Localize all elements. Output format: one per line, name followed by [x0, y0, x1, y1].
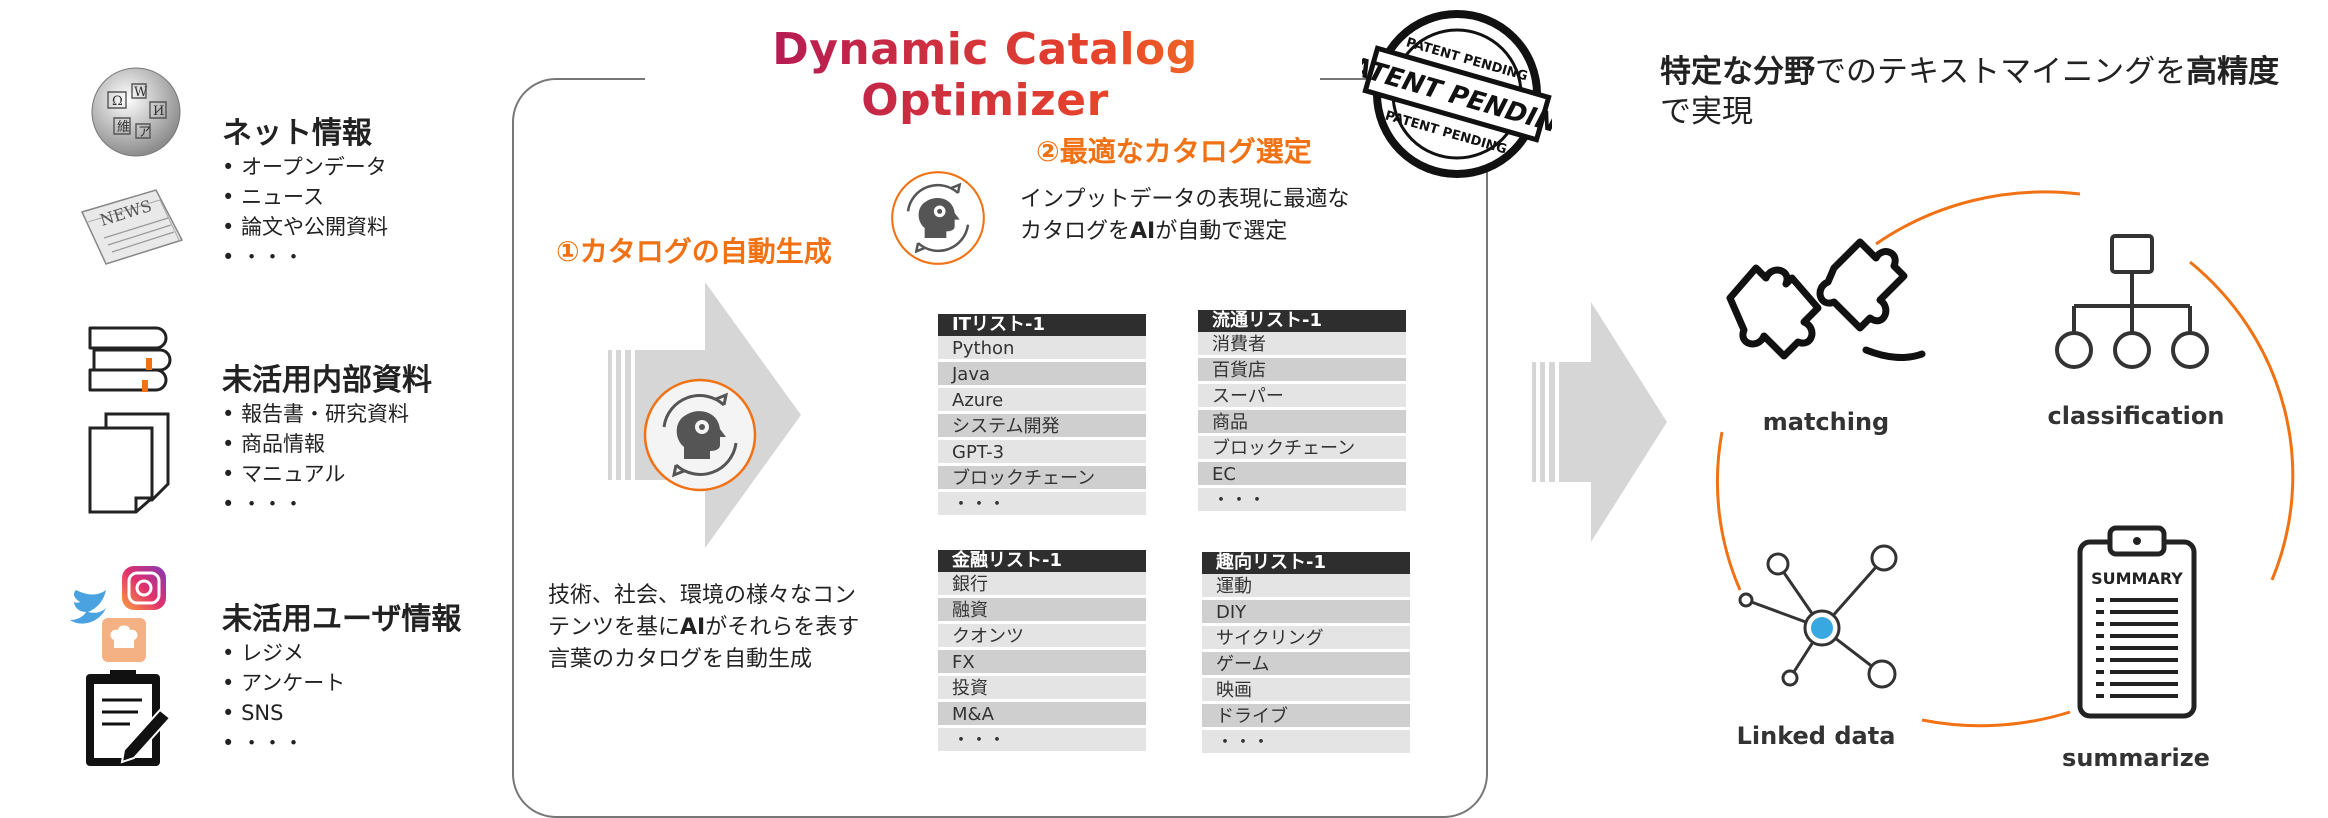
list-row: 百貨店 [1198, 358, 1406, 384]
list-row: 消費者 [1198, 332, 1406, 358]
list-row: 銀行 [938, 572, 1146, 598]
source-list-net: オープンデータ ニュース 論文や公開資料 ・・・ [222, 152, 388, 272]
ai-brain-icon [640, 375, 760, 499]
list-row: Python [938, 336, 1146, 362]
source-list-user: レジメ アンケート SNS ・・・ [222, 638, 345, 758]
page-title: Dynamic Catalog Optimizer [680, 24, 1290, 126]
step1-description: 技術、社会、環境の様々なコン テンツを基にAIがそれらを表す 言葉のカタログを自… [548, 583, 860, 672]
step1-label: ①カタログの自動生成 [556, 235, 832, 268]
source-list-internal: 報告書・研究資料 商品情報 マニュアル ・・・ [222, 399, 409, 519]
list-row: クオンツ [938, 624, 1146, 650]
catalog-list-finance: 金融リスト-1 銀行 融資 クオンツ FX 投資 M&A ・・・ [938, 550, 1146, 754]
svg-text:維: 維 [117, 120, 130, 135]
list-row: ブロックチェーン [1198, 436, 1406, 462]
summary-label: SUMMARY [2091, 569, 2183, 588]
list-row: 運動 [1202, 574, 1410, 600]
list-row: ・・・ [938, 728, 1146, 754]
list-item: マニュアル [222, 459, 409, 489]
list-row: DIY [1202, 600, 1410, 626]
capability-matching: matching [1762, 408, 1890, 436]
list-row: 投資 [938, 676, 1146, 702]
svg-text:ア: ア [138, 125, 151, 140]
list-row: ドライブ [1202, 704, 1410, 730]
step2-description: インプットデータの表現に最適な カタログをAIが自動で選定 [1020, 187, 1350, 244]
capability-linked-data: Linked data [1736, 722, 1896, 750]
patent-pending-stamp: PATENT PENDING PATENT PENDING PATENT PEN… [1332, 8, 1581, 184]
network-graph-icon [1730, 536, 1910, 700]
list-row: 融資 [938, 598, 1146, 624]
svg-text:Ω: Ω [112, 94, 123, 109]
list-row: ゲーム [1202, 652, 1410, 678]
list-row: ブロックチェーン [938, 466, 1146, 492]
step2-label: ②最適なカタログ選定 [1036, 135, 1312, 168]
hierarchy-icon [2044, 230, 2224, 384]
list-row: システム開発 [938, 414, 1146, 440]
list-header: ITリスト-1 [938, 314, 1146, 336]
ai-brain-small-icon [888, 168, 988, 272]
puzzle-icon [1716, 228, 1936, 382]
source-heading-net: ネット情報 [222, 116, 372, 151]
social-media-icon [70, 560, 180, 674]
list-header: 流通リスト-1 [1198, 310, 1406, 332]
catalog-list-it: ITリスト-1 Python Java Azure システム開発 GPT-3 ブ… [938, 314, 1146, 518]
list-item: ・・・ [222, 242, 388, 272]
source-heading-user: 未活用ユーザ情報 [222, 602, 462, 637]
catalog-list-retail: 流通リスト-1 消費者 百貨店 スーパー 商品 ブロックチェーン EC ・・・ [1198, 310, 1406, 514]
list-row: FX [938, 650, 1146, 676]
capabilities-heading: 特定な分野でのテキストマイニングを高精度で実現 [1660, 54, 2280, 130]
list-row: Java [938, 362, 1146, 388]
list-row: EC [1198, 462, 1406, 488]
list-row: ・・・ [1202, 730, 1410, 756]
list-row: サイクリング [1202, 626, 1410, 652]
list-item: SNS [222, 698, 345, 728]
output-arrow [1530, 300, 1670, 549]
list-item: オープンデータ [222, 152, 388, 182]
list-row: 商品 [1198, 410, 1406, 436]
svg-text:И: И [153, 104, 164, 119]
list-row: スーパー [1198, 384, 1406, 410]
list-item: レジメ [222, 638, 345, 668]
list-row: GPT-3 [938, 440, 1146, 466]
documents-icon [84, 410, 178, 518]
newspaper-icon: NEWS [76, 182, 188, 274]
source-heading-internal: 未活用内部資料 [222, 363, 432, 398]
list-item: 商品情報 [222, 429, 409, 459]
list-item: ニュース [222, 182, 388, 212]
list-item: アンケート [222, 668, 345, 698]
list-header: 趣向リスト-1 [1202, 552, 1410, 574]
list-item: 論文や公開資料 [222, 212, 388, 242]
list-item: ・・・ [222, 489, 409, 519]
capability-summarize: summarize [2062, 744, 2210, 772]
capability-cycle-ring [1700, 180, 2320, 764]
books-stack-icon [84, 320, 176, 400]
list-header: 金融リスト-1 [938, 550, 1146, 572]
list-row: 映画 [1202, 678, 1410, 704]
list-row: ・・・ [938, 492, 1146, 518]
list-row: Azure [938, 388, 1146, 414]
clipboard-pen-icon [82, 668, 174, 774]
svg-text:W: W [134, 85, 148, 100]
list-item: ・・・ [222, 728, 345, 758]
list-row: ・・・ [1198, 488, 1406, 514]
catalog-list-hobby: 趣向リスト-1 運動 DIY サイクリング ゲーム 映画 ドライブ ・・・ [1202, 552, 1410, 756]
summary-clipboard-icon: SUMMARY [2074, 522, 2200, 726]
list-item: 報告書・研究資料 [222, 399, 409, 429]
list-row: M&A [938, 702, 1146, 728]
capability-classification: classification [2047, 402, 2225, 430]
